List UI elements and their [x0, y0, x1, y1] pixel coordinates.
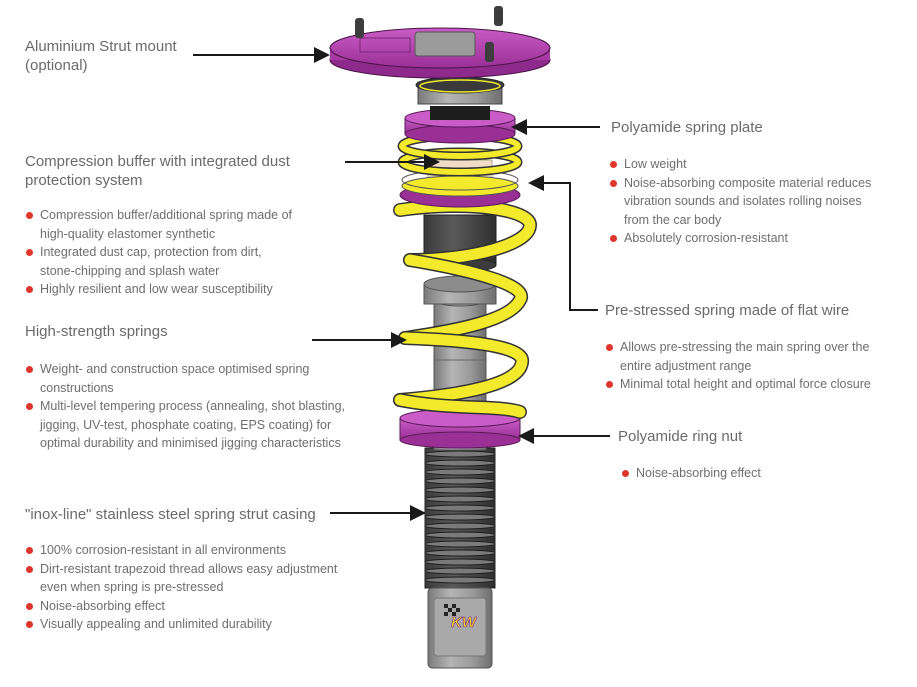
- bullet-item: Compression buffer/additional spring mad…: [24, 206, 292, 243]
- flat-wire-spring: [397, 131, 523, 208]
- spring-plate-bullets: Low weight Noise-absorbing composite mat…: [608, 155, 871, 248]
- bullet-item: Noise-absorbing effect: [24, 597, 337, 616]
- springs-title: High-strength springs: [25, 322, 168, 341]
- bullet-item: Dirt-resistant trapezoid thread allows e…: [24, 560, 337, 597]
- title-line: Polyamide ring nut: [618, 428, 743, 445]
- bullet-item: 100% corrosion-resistant in all environm…: [24, 541, 337, 560]
- bullet-item: Multi-level tempering process (annealing…: [24, 397, 345, 453]
- title-line: High-strength springs: [25, 323, 168, 340]
- bullet-item: Highly resilient and low wear susceptibi…: [24, 280, 292, 299]
- arrow-flat-wire: [528, 175, 598, 311]
- bullet-item: Minimal total height and optimal force c…: [604, 375, 871, 394]
- bullet-item: Absolutely corrosion-resistant: [608, 229, 871, 248]
- thread-ridge: [424, 540, 496, 548]
- title-line: Pre-stressed spring made of flat wire: [605, 302, 850, 319]
- bullet-item: Noise-absorbing composite material reduc…: [608, 174, 871, 230]
- thread-ridge: [424, 558, 496, 566]
- thread-ridge: [424, 450, 496, 458]
- thread-ridge: [424, 576, 496, 584]
- top-bearing: [415, 76, 505, 105]
- title-line: protection system: [25, 172, 143, 189]
- thread-ridge: [424, 486, 496, 494]
- bullet-item: Integrated dust cap, protection from dir…: [24, 243, 292, 280]
- title-line: Aluminium Strut mount: [25, 38, 177, 55]
- bullet-item: Low weight: [608, 155, 871, 174]
- polyamide-spring-plate: [404, 106, 516, 144]
- bullet-item: Allows pre-stressing the main spring ove…: [604, 338, 871, 375]
- ring-nut-bullets: Noise-absorbing effect: [620, 464, 761, 483]
- trapezoid-thread: [424, 450, 496, 584]
- strut-casing: KW: [424, 447, 496, 669]
- spring-plate-title: Polyamide spring plate: [611, 118, 763, 137]
- thread-ridge: [424, 495, 496, 503]
- compression-buffer-bullets: Compression buffer/additional spring mad…: [24, 206, 292, 299]
- thread-ridge: [424, 477, 496, 485]
- casing-bullets: 100% corrosion-resistant in all environm…: [24, 541, 337, 634]
- callout-arrows: [193, 47, 610, 521]
- title-line: Compression buffer with integrated dust: [25, 153, 290, 170]
- title-line: Polyamide spring plate: [611, 119, 763, 136]
- compression-buffer-title: Compression buffer with integrated dust …: [25, 152, 290, 190]
- kw-logo-text: KW: [451, 614, 478, 631]
- bullet-item: Weight- and construction space optimised…: [24, 360, 345, 397]
- flat-wire-bullets: Allows pre-stressing the main spring ove…: [604, 338, 871, 394]
- title-line: (optional): [25, 57, 88, 74]
- kw-logo: KW: [444, 604, 478, 631]
- thread-ridge: [424, 531, 496, 539]
- springs-bullets: Weight- and construction space optimised…: [24, 360, 345, 453]
- strut-mount-title: Aluminium Strut mount (optional): [25, 37, 177, 75]
- thread-ridge: [424, 468, 496, 476]
- bullet-item: Noise-absorbing effect: [620, 464, 761, 483]
- thread-ridge: [424, 567, 496, 575]
- aluminium-strut-mount: [329, 6, 551, 79]
- thread-ridge: [424, 504, 496, 512]
- flat-wire-title: Pre-stressed spring made of flat wire: [605, 301, 849, 320]
- thread-ridge: [424, 522, 496, 530]
- bullet-item: Visually appealing and unlimited durabil…: [24, 615, 337, 634]
- thread-ridge: [424, 513, 496, 521]
- title-line: "inox-line" stainless steel spring strut…: [25, 506, 316, 523]
- casing-title: "inox-line" stainless steel spring strut…: [25, 505, 316, 524]
- thread-ridge: [424, 549, 496, 557]
- checkered-flag-icon: [444, 604, 460, 616]
- ring-nut-title: Polyamide ring nut: [618, 427, 742, 446]
- thread-ridge: [424, 459, 496, 467]
